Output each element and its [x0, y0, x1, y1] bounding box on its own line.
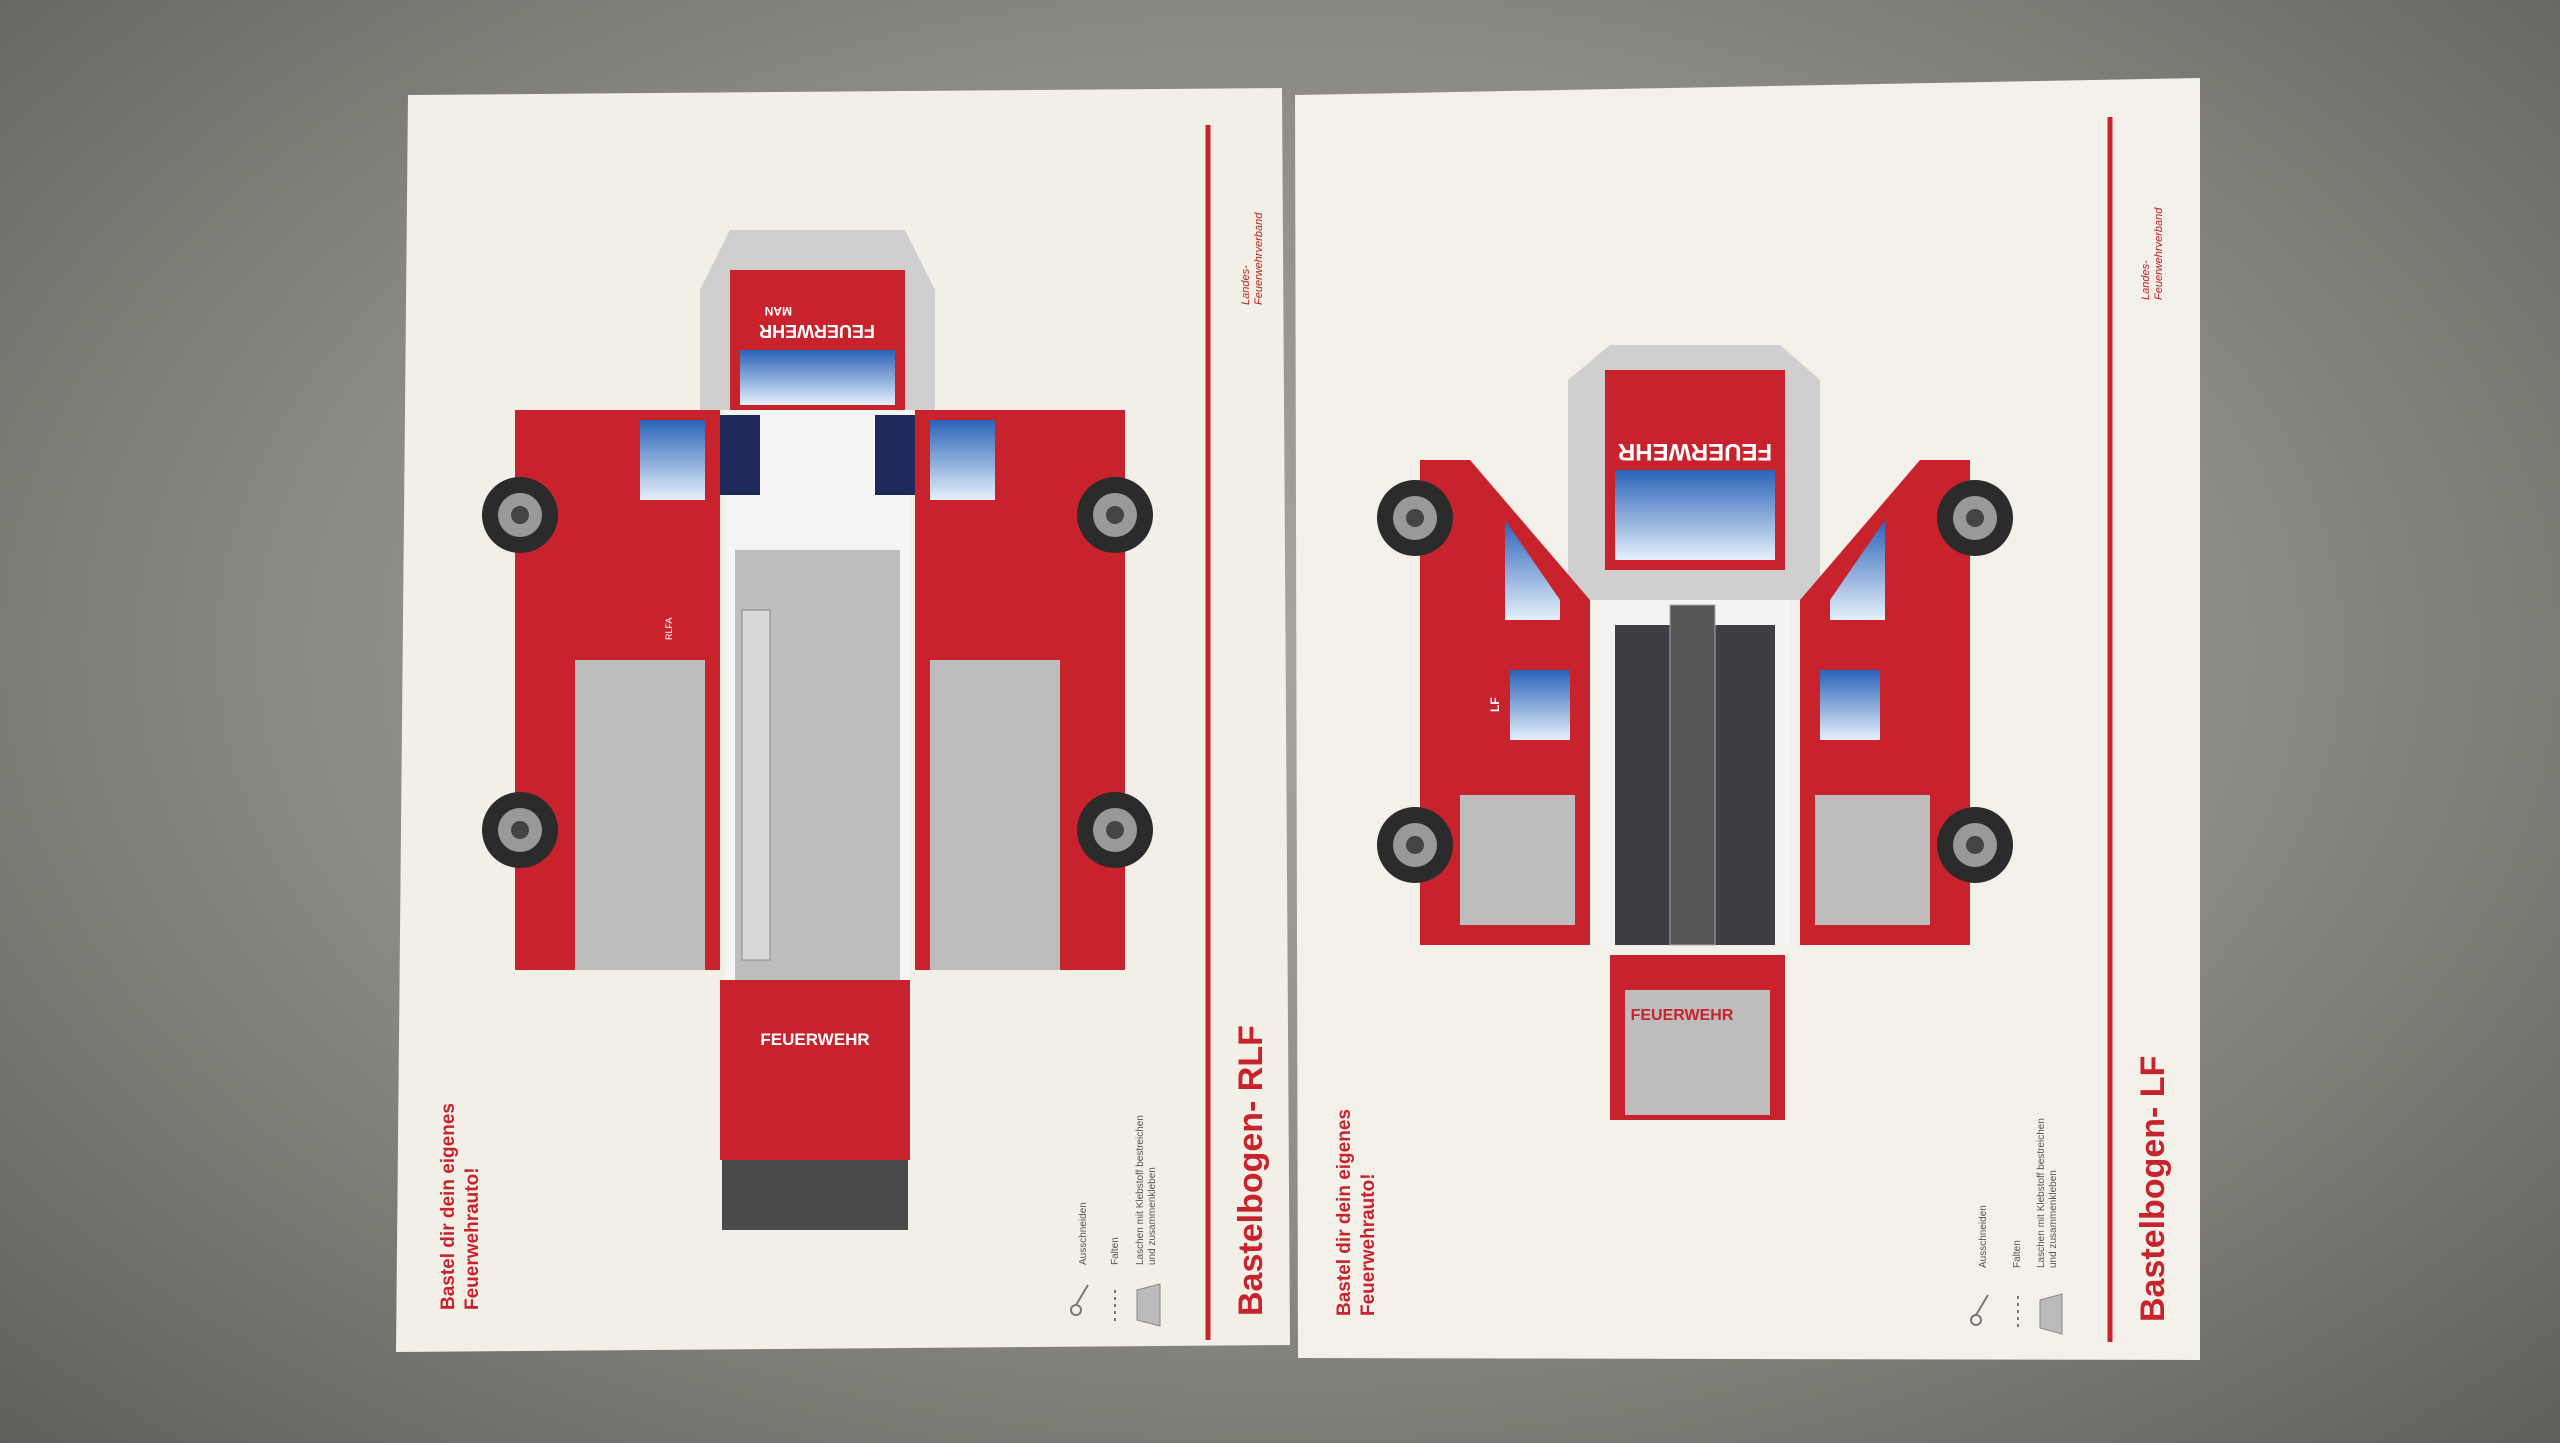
legend-fold: Falten	[1110, 1237, 1121, 1265]
logo-line2: Feuerwehrverband	[1253, 212, 1265, 305]
logo-line1: Landes-	[2140, 260, 2152, 300]
legend-glue-line1: Laschen mit Klebstoff bestreichen	[1135, 1115, 1146, 1265]
subtitle-line1: Bastel dir dein eigenes	[438, 1103, 459, 1310]
side-label-lf: LF	[1488, 697, 1502, 712]
scissors-icon	[1070, 1284, 1089, 1316]
svg-text:FEUERWEHR: FEUERWEHR	[1631, 1007, 1734, 1024]
sheet-title-lf: Bastelbogen- LF	[2134, 1055, 2172, 1322]
svg-text:FEUERWEHR: FEUERWEHR	[759, 321, 875, 341]
logo-landesfeuerwehrverband: Landes-Feuerwehrverband	[1240, 213, 1266, 305]
subtitle-line1: Bastel dir dein eigenes	[1334, 1109, 1355, 1316]
brand-badge: MAN	[764, 304, 792, 318]
subtitle-line2: Feuerwehrauto!	[462, 1167, 483, 1310]
logo-landesfeuerwehrverband: Landes-Feuerwehrverband	[2140, 208, 2166, 300]
legend-glue-line2: und zusammenkleben	[1147, 1167, 1158, 1265]
legend-cut: Ausschneiden	[1078, 1202, 1089, 1265]
glue-tab-icon	[2039, 1293, 2063, 1335]
subtitle-line2: Feuerwehrauto!	[1358, 1173, 1379, 1316]
rlf-truck-cutout: FEUERWEHR FEUERWEHR	[482, 230, 1153, 1230]
legend-glue-line1: Laschen mit Klebstoff bestreichen	[2036, 1118, 2047, 1268]
legend-glue-line2: und zusammenkleben	[2048, 1170, 2059, 1268]
legend-fold: Falten	[2012, 1240, 2023, 1268]
lf-truck-cutout: FEUERWEHR FEUERWEHR	[1377, 345, 2013, 1120]
scissors-icon	[1970, 1294, 1989, 1326]
legend-cut: Ausschneiden	[1978, 1205, 1989, 1268]
logo-line2: Feuerwehrverband	[2153, 207, 2165, 300]
sheet-title-rlf: Bastelbogen- RLF	[1232, 1025, 1270, 1316]
svg-text:FEUERWEHR: FEUERWEHR	[1618, 438, 1772, 465]
svg-text:FEUERWEHR: FEUERWEHR	[760, 1030, 869, 1049]
glue-tab-icon	[1136, 1283, 1161, 1327]
side-label-rlf: RLFA	[664, 617, 674, 640]
logo-line1: Landes-	[1240, 265, 1252, 305]
